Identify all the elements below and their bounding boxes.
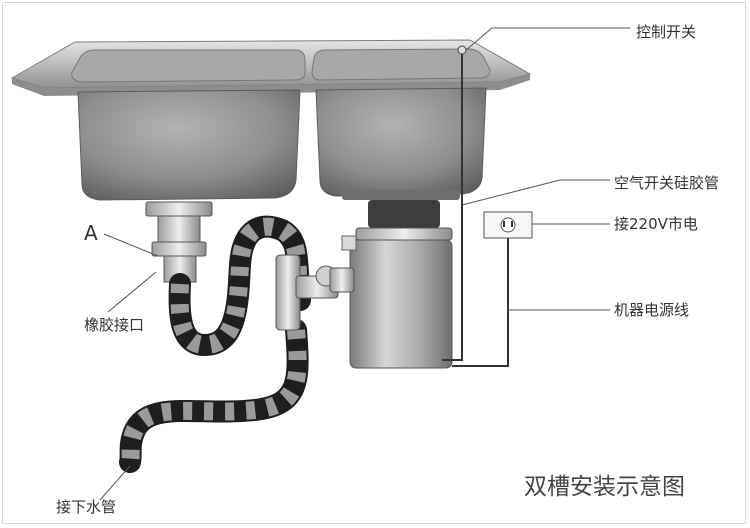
- leader-a: [103, 233, 159, 257]
- waste-disposer: [329, 200, 453, 369]
- leader-switch: [465, 27, 630, 51]
- double-sink: [10, 39, 532, 201]
- diagram-title: 双槽安装示意图: [524, 474, 685, 500]
- disposer-flange: [368, 200, 440, 228]
- disposer-outlet: [329, 267, 355, 293]
- left-basin-opening: [71, 49, 306, 83]
- outlet-slot-l: [503, 221, 505, 227]
- corrugated-hose-down: [119, 319, 309, 473]
- disposer-dishwasher-inlet: [341, 235, 357, 251]
- left-strainer: [145, 201, 213, 217]
- air-switch-hose: [442, 52, 463, 361]
- cables: [442, 52, 509, 367]
- outlet-slot-r: [511, 221, 513, 227]
- left-drain-assembly: [145, 201, 213, 283]
- wall-outlet: [483, 211, 533, 239]
- left-nut: [151, 241, 207, 257]
- leader-drain-pipe: [99, 465, 131, 501]
- right-drain-flange: [342, 190, 460, 200]
- leader-lines: [99, 27, 630, 501]
- label-air-switch-hose: 空气开关硅胶管: [614, 174, 720, 192]
- disposer-mount-ring: [355, 227, 453, 241]
- left-tailpiece: [157, 215, 201, 243]
- label-control-switch: 控制开关: [636, 23, 697, 41]
- t-joint: [275, 254, 339, 331]
- left-basin: [77, 89, 301, 201]
- right-basin-opening: [311, 48, 491, 81]
- label-power-cord: 机器电源线: [614, 301, 690, 319]
- leader-air-hose: [461, 179, 610, 206]
- control-switch-button: [457, 45, 467, 55]
- right-basin: [315, 87, 487, 197]
- corrugated-hose-left: [168, 215, 311, 357]
- power-cord-line: [452, 236, 509, 367]
- leader-rubber-joint: [107, 271, 157, 313]
- label-drain-pipe: 接下水管: [56, 498, 117, 516]
- label-rubber-joint: 橡胶接口: [84, 316, 145, 334]
- disposer-body: [349, 239, 453, 369]
- label-220v-power: 接220V市电: [614, 215, 698, 233]
- label-marker-a: A: [84, 221, 98, 245]
